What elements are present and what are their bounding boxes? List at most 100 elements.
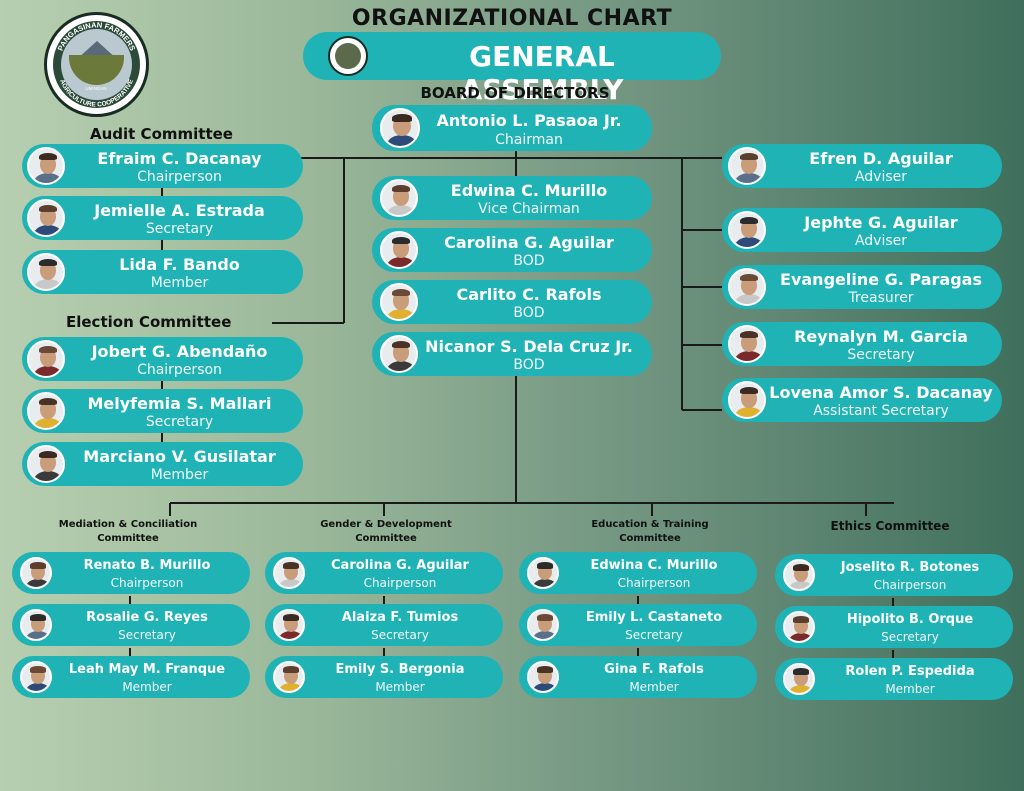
member-role: Member bbox=[150, 275, 209, 291]
member-role: Chairperson bbox=[137, 362, 222, 378]
member-role: Secretary bbox=[145, 221, 214, 237]
member-photo-avatar bbox=[20, 609, 52, 641]
member-role: Member bbox=[122, 680, 172, 694]
member-name: Hipolito B. Orque bbox=[846, 612, 974, 627]
committee-heading: Committee bbox=[355, 533, 417, 544]
member-name: Jobert G. Abendaño bbox=[91, 342, 268, 361]
member-name: Alaiza F. Tumios bbox=[341, 610, 459, 625]
member-role: Chairperson bbox=[873, 578, 947, 592]
member-name: Carolina G. Aguilar bbox=[331, 558, 469, 573]
member-photo-avatar bbox=[27, 199, 65, 237]
member-role: Member bbox=[885, 682, 935, 696]
member-name: Leah May M. Franque bbox=[68, 662, 226, 677]
member-name: Joselito R. Botones bbox=[840, 560, 980, 575]
member-name: Evangeline G. Paragas bbox=[780, 270, 982, 289]
member-role: Adviser bbox=[854, 169, 908, 185]
member-photo-avatar bbox=[380, 108, 420, 148]
member-photo-avatar bbox=[380, 179, 418, 217]
member-card: Nicanor S. Dela Cruz Jr.BOD bbox=[372, 332, 652, 376]
member-photo-avatar bbox=[728, 147, 766, 185]
member-photo-avatar bbox=[273, 557, 305, 589]
committee-heading: Mediation & Conciliation bbox=[58, 519, 198, 530]
committee-heading: Education & Training bbox=[591, 519, 709, 530]
member-name: Jephte G. Aguilar bbox=[804, 213, 958, 232]
member-role: Treasurer bbox=[848, 290, 914, 306]
member-role: Chairman bbox=[495, 132, 563, 148]
member-photo-avatar bbox=[728, 211, 766, 249]
member-name: Carlito C. Rafols bbox=[456, 285, 602, 304]
member-name: Efraim C. Dacanay bbox=[97, 149, 262, 168]
member-name: Antonio L. Pasaoa Jr. bbox=[436, 111, 622, 130]
member-role: Secretary bbox=[118, 628, 176, 642]
svg-text:UMINGAN: UMINGAN bbox=[85, 86, 106, 91]
committee-heading: Election Committee bbox=[66, 313, 232, 331]
member-card: Antonio L. Pasaoa Jr. Chairman bbox=[372, 105, 652, 151]
member-role: BOD bbox=[513, 253, 545, 269]
member-role: Secretary bbox=[145, 414, 214, 430]
member-photo-avatar bbox=[783, 559, 815, 591]
member-photo-avatar bbox=[27, 392, 65, 430]
member-photo-avatar bbox=[20, 661, 52, 693]
member-photo-avatar bbox=[527, 557, 559, 589]
member-role: Chairperson bbox=[137, 169, 222, 185]
member-role: BOD bbox=[513, 357, 545, 373]
member-role: Member bbox=[150, 467, 209, 483]
committee-heading: Committee bbox=[619, 533, 681, 544]
member-photo-avatar bbox=[380, 335, 418, 373]
committee-heading: BOARD OF DIRECTORS bbox=[420, 84, 610, 102]
committee-heading: Committee bbox=[97, 533, 159, 544]
member-role: Member bbox=[629, 680, 679, 694]
member-photo-avatar bbox=[527, 661, 559, 693]
page-title: ORGANIZATIONAL CHART bbox=[351, 6, 673, 31]
member-name: Edwina C. Murillo bbox=[450, 181, 608, 200]
member-role: Assistant Secretary bbox=[813, 403, 949, 419]
seal-lettering: PANGASINAN FARMERS AGRICULTURE COOPERATI… bbox=[56, 20, 137, 109]
member-name: Emily S. Bergonia bbox=[335, 662, 465, 677]
member-role: Vice Chairman bbox=[478, 201, 580, 217]
member-photo-avatar bbox=[380, 283, 418, 321]
member-name: Edwina C. Murillo bbox=[590, 558, 718, 573]
member-photo-avatar bbox=[27, 253, 65, 291]
member-role: Secretary bbox=[847, 347, 915, 363]
member-role: Chairperson bbox=[363, 576, 437, 590]
committee-heading: Gender & Development bbox=[320, 519, 452, 530]
member-photo-avatar bbox=[27, 147, 65, 185]
cooperative-seal-logo: PANGASINAN FARMERS AGRICULTURE COOPERATI… bbox=[44, 12, 149, 117]
member-photo-avatar bbox=[783, 611, 815, 643]
general-assembly-label: GENERAL ASSEMBLY bbox=[460, 40, 624, 106]
member-photo-avatar bbox=[20, 557, 52, 589]
member-photo-avatar bbox=[728, 268, 766, 306]
member-name: Rosalie G. Reyes bbox=[86, 610, 208, 625]
svg-text:AGRICULTURE COOPERATIVE: AGRICULTURE COOPERATIVE bbox=[58, 78, 135, 109]
member-role: Chairperson bbox=[110, 576, 184, 590]
member-photo-avatar bbox=[380, 231, 418, 269]
member-photo-avatar bbox=[273, 661, 305, 693]
member-role: Adviser bbox=[854, 233, 908, 249]
member-photo-avatar bbox=[27, 445, 65, 483]
committee-heading: Ethics Committee bbox=[830, 519, 950, 533]
mini-seal-icon bbox=[328, 36, 368, 76]
member-role: Member bbox=[375, 680, 425, 694]
member-role: Secretary bbox=[881, 630, 939, 644]
member-name: Jemielle A. Estrada bbox=[94, 201, 265, 220]
member-photo-avatar bbox=[783, 663, 815, 695]
member-name: Efren D. Aguilar bbox=[809, 149, 953, 168]
member-name: Rolen P. Espedida bbox=[845, 664, 975, 679]
member-name: Renato B. Murillo bbox=[83, 558, 211, 573]
member-photo-avatar bbox=[728, 325, 766, 363]
committee-heading: Audit Committee bbox=[90, 125, 233, 143]
